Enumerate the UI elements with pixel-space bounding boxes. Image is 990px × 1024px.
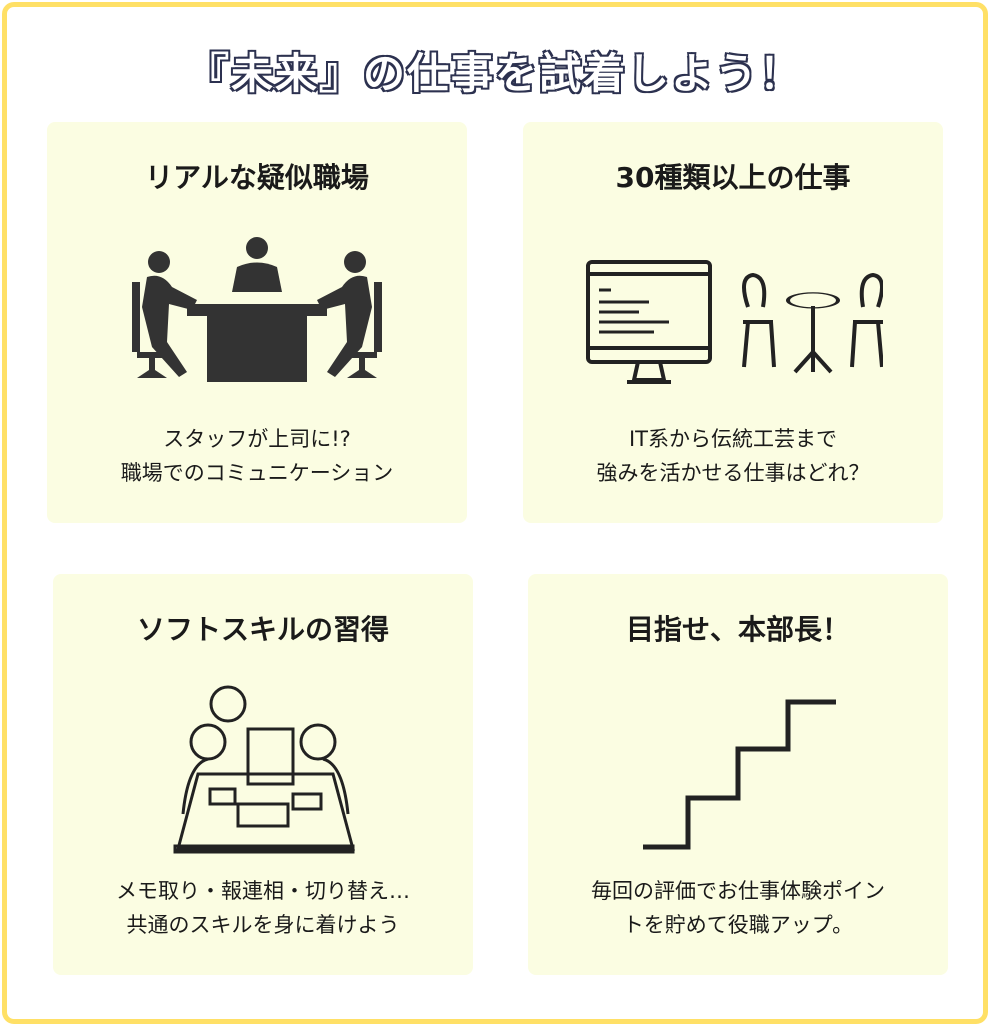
card-description: 毎回の評価でお仕事体験ポイントを貯めて役職アップ。 <box>528 874 948 942</box>
computer-and-cafe-icon <box>586 260 883 384</box>
card-heading: 目指せ、本部長！ <box>625 613 850 646</box>
card-heading: リアルな疑似職場 <box>145 161 369 194</box>
card-realistic-workplace: リアルな疑似職場 スタッフが上司に!? 職場でのコミュニケーション <box>47 122 467 523</box>
card-soft-skills: ソフトスキルの習得 メモ取り・報連相・切り替え… 共通のスキルを身に着けよう <box>53 574 473 975</box>
stairs-icon <box>643 699 836 850</box>
card-heading: ソフトスキルの習得 <box>136 613 389 646</box>
card-30-jobs: 30種類以上の仕事 IT系から伝統工芸まで強みを活かせる仕事はどれ？ <box>523 122 943 523</box>
desc-line: メモ取り・報連相・切り替え… <box>116 879 410 903</box>
desc-line: 毎回の評価でお仕事体験ポイン <box>591 879 885 903</box>
card-description: スタッフが上司に!? 職場でのコミュニケーション <box>47 422 467 490</box>
card-promotion: 目指せ、本部長！ 毎回の評価でお仕事体験ポイントを貯めて役職アップ。 <box>528 574 948 975</box>
card-heading: 30種類以上の仕事 <box>615 161 851 194</box>
card-description: メモ取り・報連相・切り替え… 共通のスキルを身に着けよう <box>53 874 473 942</box>
desc-line: IT系から伝統工芸まで <box>628 427 838 451</box>
desc-line: 職場でのコミュニケーション <box>120 461 394 485</box>
meeting-icon <box>132 237 382 382</box>
desc-line: 強みを活かせる仕事はどれ？ <box>596 461 870 485</box>
desc-line: トを貯めて役職アップ。 <box>622 913 854 937</box>
card-description: IT系から伝統工芸まで強みを活かせる仕事はどれ？ <box>523 422 943 490</box>
teamwork-icon <box>173 685 355 854</box>
desc-line: 共通のスキルを身に着けよう <box>126 913 400 937</box>
desc-line: スタッフが上司に!? <box>163 427 351 451</box>
page-title: 『未来』の仕事を試着しよう！ <box>186 48 803 99</box>
